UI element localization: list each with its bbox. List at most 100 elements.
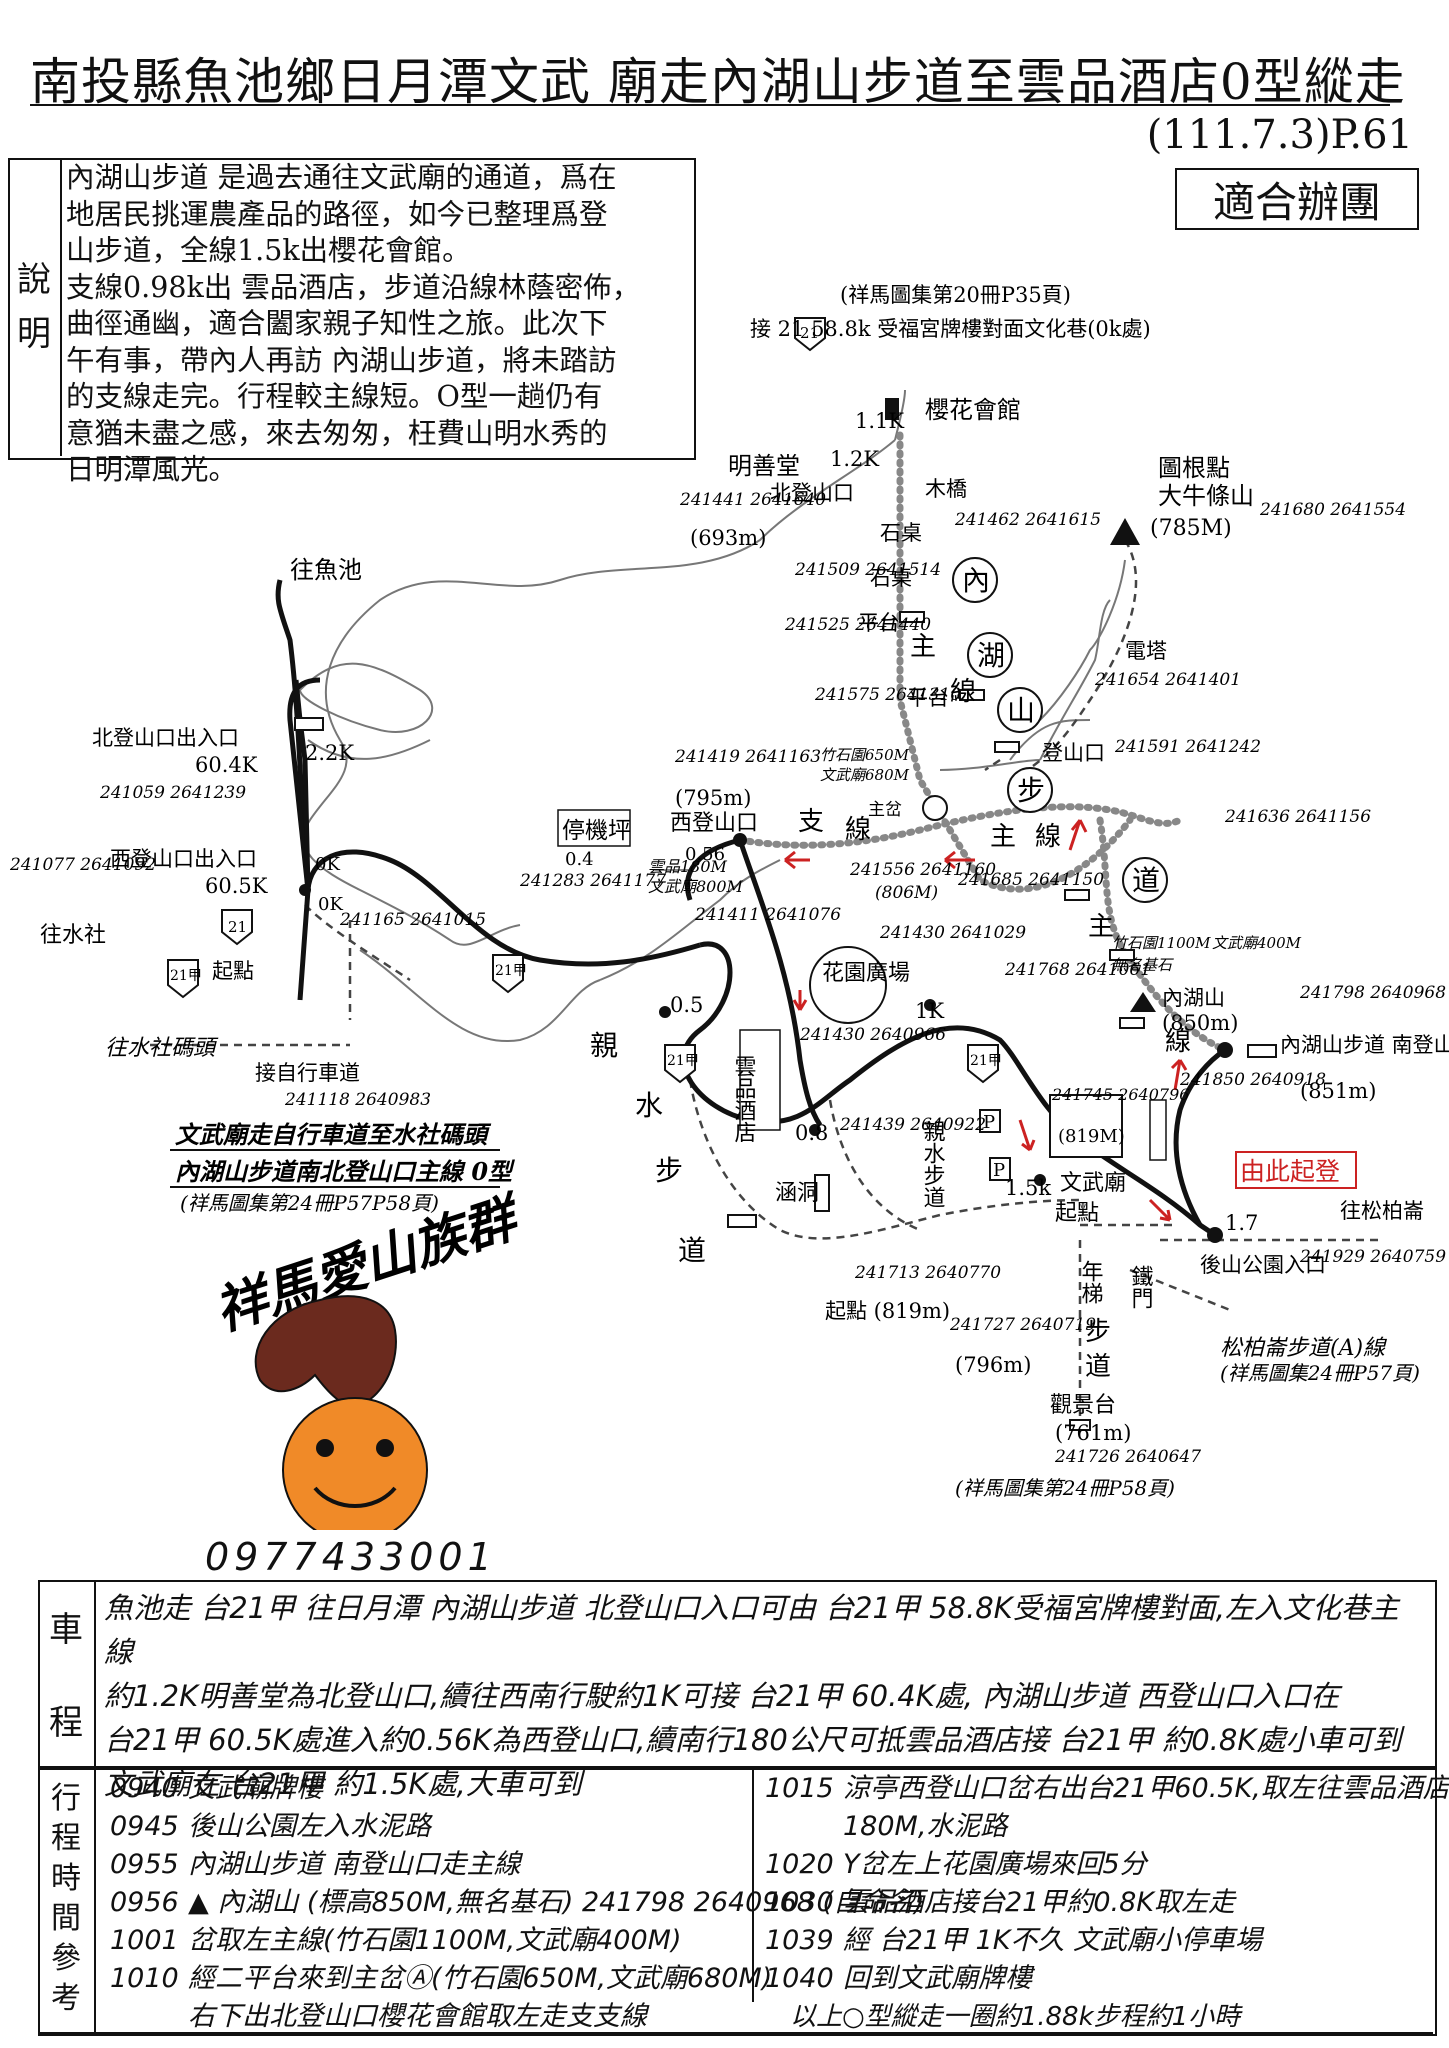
west-trailhead-label: 西登山口 (670, 811, 758, 836)
schedule-text: 岔取左主線(竹石園1100M,文武廟400M) (188, 1925, 682, 1956)
platform-box (1064, 889, 1090, 901)
k11: 1.1K (855, 409, 904, 433)
date-reference: (111.7.3)P.61 (1146, 112, 1413, 158)
note-label: 無名基石 (1112, 956, 1174, 974)
coord-label: 241441 2641640 (679, 490, 826, 510)
k1: 1K (915, 999, 944, 1023)
trail-circle-bu (1007, 767, 1053, 813)
trail-char: 山 (1007, 694, 1035, 727)
schedule-time: 1015 (765, 1773, 834, 1804)
sched-label-char: 參 (51, 1941, 81, 1976)
schedule-text: ▲ 內湖山 (標高850M,無名基石) 241798 2640968 (自命名) (188, 1887, 925, 1918)
to-dock: 往水社碼頭 (105, 1036, 219, 1061)
route-box (38, 1580, 1437, 1770)
coord-label: 241430 2641029 (879, 923, 1026, 943)
yunpin-hotel-label: 雲品酒店 (731, 1055, 757, 1143)
hwy-21: 21 (228, 918, 247, 936)
bench-box (727, 1214, 757, 1228)
sakura-building (885, 398, 899, 420)
coord-label: 241509 2641514 (794, 560, 941, 580)
coord-label: 241850 2640918 (1179, 1070, 1326, 1090)
trailhead-label: 登山口 (1042, 741, 1105, 765)
coord-label: 241575 2641310 (814, 685, 961, 705)
direction-arrow (944, 850, 975, 870)
description-box (8, 158, 696, 460)
schedule-time: 0956 (110, 1887, 179, 1918)
schedule-time: 0940 (110, 1773, 179, 1804)
wenwu-temple-label: 文武廟 (1060, 1171, 1126, 1196)
platform-box (994, 741, 1020, 753)
k04: 0.4 (565, 849, 594, 870)
bike-path: 接自行車道 (255, 1061, 360, 1085)
path-dashed (304, 904, 411, 982)
elev-label: (761m) (1055, 1421, 1131, 1445)
sched-label-char: 考 (51, 1981, 81, 2016)
road-south (1173, 1047, 1227, 1227)
schedule-row: 1001 岔取左主線(竹石園1100M,文武廟400M) (110, 1922, 925, 1960)
hwy-21a: 21甲 (667, 1053, 699, 1069)
coord-label: 241059 2641239 (99, 783, 246, 803)
schedule-text: 後山公園左入水泥路 (188, 1811, 431, 1842)
tower-label: 電塔 (1125, 639, 1167, 663)
north-exit-box (294, 717, 324, 731)
note-label: 竹石園650M (820, 746, 910, 764)
ref-songbai: (祥馬圖集24冊P57頁) (1220, 1361, 1420, 1385)
connect-top: 接 21 58.8k 受福宮牌樓對面文化巷(0k處) (750, 317, 1151, 341)
junction-a-circle (922, 795, 948, 821)
ref-bottom: (祥馬圖集第24冊P58頁) (955, 1476, 1175, 1500)
dao-char: 道 (678, 1234, 706, 1267)
road-thin (307, 739, 431, 760)
path-dashed (1009, 539, 1138, 782)
elev-label: (795m) (675, 786, 751, 810)
desc-line: 午有事，帶內人再訪 內湖山步道，將未踏訪 (66, 343, 617, 377)
coord-label: 241768 2641061 (1004, 960, 1151, 980)
trail-circle-hu (967, 632, 1013, 678)
pumpkin-mouth-icon (313, 1486, 397, 1508)
title-underline (30, 104, 1390, 106)
desc-line: 意猶未盡之感，來去匆匆，枉費山明水秀的 (66, 416, 608, 450)
p-label: P (993, 1160, 1005, 1181)
schedule-text: 雲品酒店接台21甲約0.8K取左走 (843, 1887, 1236, 1918)
hwy-21a: 21甲 (970, 1053, 1002, 1069)
platform-box (1119, 1017, 1145, 1029)
coord-label: 241713 2640770 (854, 1263, 1001, 1283)
k15: 1.5k (1005, 1176, 1051, 1200)
schedule-row: 180M,水泥路 (765, 1808, 1449, 1846)
k08: 0.8 (795, 1121, 828, 1145)
schedule-time: 0955 (110, 1849, 179, 1880)
qinshui-path-label: 親水步道 (920, 1120, 946, 1208)
shui-char: 水 (635, 1089, 663, 1122)
view-deck-box (1069, 1419, 1091, 1431)
node-dot (809, 1124, 821, 1136)
summit-elev: (785M) (1150, 516, 1232, 541)
schedule-text: 180M,水泥路 (843, 1811, 1008, 1842)
gray-box (1149, 1099, 1167, 1161)
schedule-time: 1001 (110, 1925, 179, 1956)
coord-label: 241591 2641242 (1114, 737, 1261, 757)
hwy-21: 21 (800, 324, 819, 342)
note-label: 竹石園1100M (1112, 934, 1211, 952)
description-label: 說 明 (8, 158, 62, 456)
path-dashed (1129, 1268, 1231, 1312)
platform-label: 平台 (858, 611, 900, 635)
desc-line: 曲徑通幽，適合闔家親子知性之旅。此次下 (66, 307, 608, 340)
road-thin (939, 759, 1041, 771)
elev-label: (806M) (875, 883, 938, 903)
coord-label: 241636 2641156 (1224, 807, 1371, 827)
road-to-yuchi-thick (293, 679, 303, 721)
coord-label: 241165 2641015 (339, 910, 486, 930)
trail-circle-nei (952, 557, 998, 603)
coord-label: 241727 2640719 (949, 1315, 1096, 1335)
trail-branch (736, 803, 1184, 849)
platform-box (1247, 1044, 1277, 1058)
summit-triangle (1110, 518, 1140, 545)
main-line-char: 線 (1035, 822, 1061, 852)
coord-label: 241680 2641554 (1259, 500, 1406, 520)
to-songbai: 往松柏崙 (1340, 1199, 1424, 1223)
road-21 (297, 849, 701, 1001)
start-here-label: 由此起登 (1240, 1157, 1340, 1186)
direction-arrow (1170, 1058, 1188, 1091)
